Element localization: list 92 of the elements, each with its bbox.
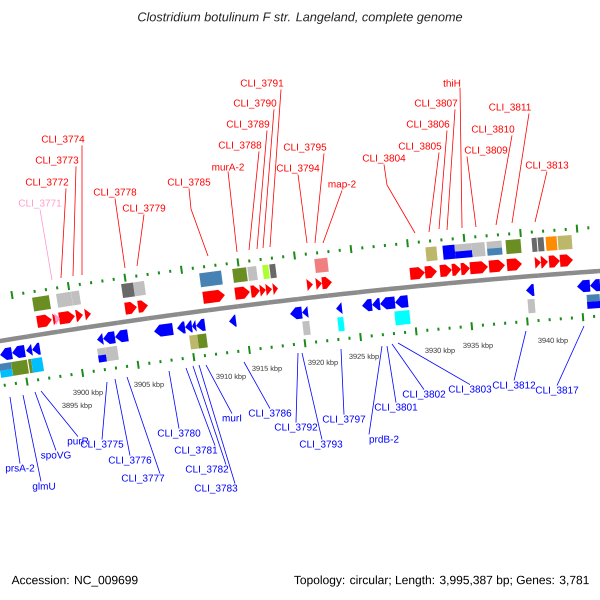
title: Clostridium botulinum F str. Langeland, complete genome [138,12,462,24]
gene-label: CLI_3789 [226,120,270,130]
accession-text: Accession: NC_009699 [12,575,138,587]
gene-label: CLI_3802 [402,390,446,400]
gene-label: CLI_3776 [108,456,152,466]
gene-label: CLI_3779 [122,204,166,214]
gene-label: CLI_3771 [18,200,62,208]
leader-line [114,378,130,456]
gene-label: CLI_3781 [174,446,218,456]
gene-label: spoVG [40,451,71,461]
leader-line [384,164,416,234]
gene-label: CLI_3805 [398,142,442,152]
leader-line [192,366,226,465]
gene-label: CLI_3794 [276,164,320,174]
leader-line [368,346,382,435]
gene-label: CLI_3774 [42,136,84,144]
leader-line [228,171,238,252]
gene-label: glmU [32,482,55,492]
leader-line [22,394,42,482]
gene-label: CLI_3780 [158,430,200,438]
gene-label: CLI_3791 [240,80,284,88]
leader-line [446,109,456,230]
leader-line [10,396,20,464]
leader-line [428,152,440,232]
gene-label: CLI_3778 [94,188,136,198]
leader-line [34,392,56,451]
gene-label: CLI_3782 [186,466,228,474]
leader-line [136,214,144,266]
gene-label: murI [222,414,242,422]
gene-label: CLI_3801 [374,404,418,412]
gene-label: CLI_3777 [122,474,164,484]
leader-line [72,166,76,276]
gene-label: CLI_3812 [492,382,536,390]
gene-label: murA-2 [212,163,244,171]
leader-line [248,151,260,250]
gene-label: CLI_3811 [489,104,531,112]
leader-line [398,342,470,385]
leader-line [262,109,274,248]
gene-label: CLI_3785 [168,178,210,188]
leader-line [186,368,216,446]
leader-line [198,364,236,484]
leader-line [114,198,126,268]
gene-label: map-2 [328,180,356,190]
leader-line [206,364,232,414]
leader-line [244,362,270,409]
leader-line [270,89,282,248]
gene-label: CLI_3792 [274,424,318,432]
leader-line [556,326,584,386]
gene-label: CLI_3772 [26,178,68,188]
leader-line [60,188,66,278]
leader-line [302,352,322,440]
gene-label: CLI_3790 [234,100,276,108]
gene-label: CLI_3806 [406,120,450,130]
leader-line [40,209,52,280]
leader-line [298,174,308,244]
gene-label: CLI_3809 [464,146,508,156]
leader-line [340,348,344,415]
leader-line [534,171,548,222]
leader-line [188,188,208,256]
gene-label: CLI_3786 [248,410,292,418]
leader-line [460,87,462,228]
gene-label: CLI_3773 [36,156,78,166]
gene-label: CLI_3795 [284,144,326,152]
gene-label: CLI_3813 [526,162,568,170]
leader-line [438,130,448,230]
leader-line [168,370,180,429]
leader-line [296,352,298,423]
leader-line [256,130,268,250]
genome-info-text: Topology: circular; Length: 3,995,387 bp; Genes: 3,781 [294,575,589,587]
leader-line [392,344,424,390]
gene-label: CLI_3797 [322,416,366,424]
gene-label: prdB-2 [370,435,398,445]
gene-label: CLI_3793 [300,440,342,450]
leader-line [466,156,476,228]
leader-line [322,190,342,244]
gene-label: CLI_3810 [472,126,514,134]
leader-line [126,376,160,474]
leader-line [102,382,108,440]
gene-label: prsA-2 [6,464,34,474]
gene-label: CLI_3788 [218,142,262,150]
gene-label: CLI_3783 [194,484,238,494]
leader-line [512,113,530,224]
leader-line [496,135,512,226]
leader-line [314,153,324,244]
leader-line [40,390,78,437]
gene-label: CLI_3804 [362,154,406,164]
gene-label: CLI_3817 [536,386,578,396]
leader-line [386,346,396,403]
leader-line [514,330,526,381]
gene-label: CLI_3807 [414,100,458,108]
gene-label: CLI_3803 [448,386,492,394]
gene-label: thiH [443,79,460,87]
